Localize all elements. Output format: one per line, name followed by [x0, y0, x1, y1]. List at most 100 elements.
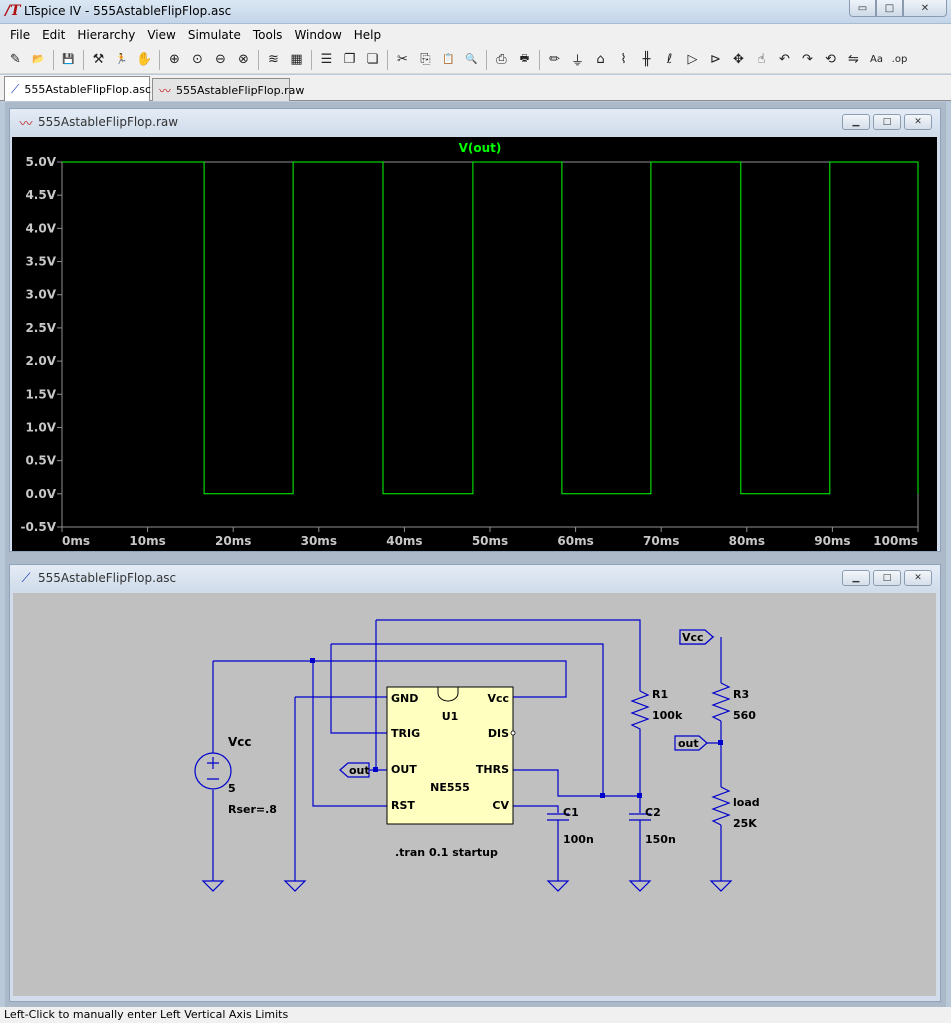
halt-icon[interactable]: ✋ [136, 52, 153, 67]
menu-hierarchy[interactable]: Hierarchy [77, 28, 136, 42]
diode-icon[interactable]: ▷ [687, 52, 698, 67]
waveform-maximize-button[interactable]: □ [873, 114, 901, 130]
zoom-in-icon[interactable]: ⊕ [169, 52, 180, 67]
pick-visible-traces-icon[interactable]: ▦ [290, 52, 303, 67]
cascade-icon[interactable]: ❐ [343, 52, 356, 67]
menu-tools[interactable]: Tools [252, 28, 283, 42]
zoom-out-icon[interactable]: ⊖ [215, 52, 226, 67]
open-icon[interactable]: 📂 [32, 54, 45, 65]
y-tick-label[interactable]: 2.5V [25, 321, 56, 335]
window-title: LTspice IV - 555AstableFlipFlop.asc [24, 4, 232, 18]
net-label-vcc[interactable]: Vcc [682, 631, 704, 644]
trace-label-vout[interactable]: V(out) [459, 141, 502, 155]
resistor-icon[interactable]: ⌇ [620, 52, 627, 67]
x-tick-label[interactable]: 50ms [472, 534, 508, 548]
ic-ne555-body[interactable] [386, 686, 514, 825]
x-tick-label[interactable]: 90ms [814, 534, 850, 548]
copy-icon[interactable]: ⎘ [420, 52, 431, 67]
component-icon[interactable]: ⊳ [710, 52, 721, 67]
waveform-plot[interactable]: V(out) 5.0V 4.5V 4.0V 3.5V 3.0V 2.5V 2.0V 1.5V 1… [12, 137, 937, 551]
y-tick-label[interactable]: 3.5V [25, 255, 56, 269]
rotate-icon[interactable]: ⟲ [825, 52, 836, 67]
inductor-icon[interactable]: ℓ [666, 52, 673, 67]
x-tick-label[interactable]: 60ms [557, 534, 593, 548]
y-tick-label[interactable]: 3.0V [25, 288, 56, 302]
new-schematic-icon[interactable]: ✎ [10, 52, 21, 67]
x-tick-label[interactable]: 70ms [643, 534, 679, 548]
x-tick-label[interactable]: 0ms [62, 534, 90, 548]
drag-icon[interactable]: ☝ [757, 52, 766, 67]
x-tick-label[interactable]: 30ms [301, 534, 337, 548]
zoom-fit-icon[interactable]: ⊗ [238, 52, 249, 67]
c1-ref: C1 [563, 806, 579, 819]
menu-help[interactable]: Help [353, 28, 382, 42]
c1-value: 100n [563, 833, 594, 846]
menu-view[interactable]: View [147, 28, 176, 42]
draw-wire-icon[interactable]: ✏ [549, 52, 560, 67]
y-tick-label[interactable]: 0.5V [25, 454, 56, 468]
menu-edit[interactable]: Edit [42, 28, 66, 42]
y-tick-label[interactable]: 1.5V [25, 387, 56, 401]
net-label-out-left[interactable]: out [349, 764, 370, 777]
tile-horizontal-icon[interactable]: ☰ [320, 52, 333, 67]
window-controls: ▭ □ ✕ [849, 0, 947, 17]
find-icon[interactable]: 🔍 [465, 54, 478, 65]
save-icon[interactable]: 💾 [62, 54, 75, 65]
waveform-close-button[interactable]: ✕ [904, 114, 932, 130]
print-icon[interactable]: 🖶 [519, 53, 530, 64]
run-icon[interactable]: 🏃 [115, 54, 128, 65]
paste-icon[interactable]: 📋 [442, 54, 455, 65]
pin-rst-label: RST [391, 799, 415, 812]
zoom-pan-icon[interactable]: ⊙ [192, 52, 203, 67]
print-setup-icon[interactable]: ⎙ [496, 52, 507, 67]
x-tick-label[interactable]: 40ms [386, 534, 422, 548]
schematic-canvas[interactable]: GND TRIG OUT RST Vcc DIS THRS CV U1 NE55… [13, 593, 936, 996]
net-label-out-right[interactable]: out [678, 737, 699, 750]
move-icon[interactable]: ✥ [733, 52, 744, 67]
y-tick-label[interactable]: -0.5V [20, 520, 56, 534]
capacitor-icon[interactable]: ╫ [642, 52, 651, 67]
x-tick-label[interactable]: 20ms [215, 534, 251, 548]
spice-directive-tran[interactable]: .tran 0.1 startup [395, 846, 498, 859]
ground-icon[interactable]: ⏚ [570, 54, 584, 69]
cut-icon[interactable]: ✂ [397, 52, 408, 67]
redo-icon[interactable]: ↷ [802, 52, 813, 67]
x-tick-label[interactable]: 10ms [129, 534, 165, 548]
schematic-drawing[interactable]: GND TRIG OUT RST Vcc DIS THRS CV U1 NE55… [13, 593, 936, 996]
pin-vcc-label: Vcc [487, 692, 509, 705]
y-tick-label[interactable]: 1.0V [25, 420, 56, 434]
pin-dis-label: DIS [488, 727, 509, 740]
schematic-maximize-button[interactable]: □ [873, 570, 901, 586]
y-tick-label[interactable]: 4.5V [25, 188, 56, 202]
tab-schematic[interactable]: ⟋ 555AstableFlipFlop.asc [4, 76, 151, 101]
label-net-icon[interactable]: ⌂ [596, 52, 605, 67]
undo-icon[interactable]: ↶ [779, 52, 790, 67]
menu-window[interactable]: Window [294, 28, 342, 42]
y-tick-label[interactable]: 0.0V [25, 487, 56, 501]
r1-value: 100k [652, 709, 683, 722]
menu-file[interactable]: File [10, 28, 31, 42]
minimize-button[interactable]: ▭ [849, 0, 876, 17]
text-icon[interactable]: Aa [870, 54, 883, 65]
spice-directive-icon[interactable]: .op [891, 54, 908, 65]
autorange-icon[interactable]: ≋ [268, 52, 279, 67]
close-button[interactable]: ✕ [903, 0, 947, 17]
mirror-icon[interactable]: ⇋ [848, 52, 859, 67]
trace-vout-line[interactable] [62, 161, 919, 495]
waveform-minimize-button[interactable]: ▁ [842, 114, 870, 130]
toolbar-separator [83, 49, 84, 70]
y-tick-label[interactable]: 4.0V [25, 221, 56, 235]
close-all-icon[interactable]: ❏ [366, 52, 379, 67]
menu-simulate[interactable]: Simulate [187, 28, 241, 42]
y-tick-label[interactable]: 5.0V [25, 155, 56, 169]
load-value: 25K [733, 817, 757, 830]
tab-waveform[interactable]: 〰 555AstableFlipFlop.raw [152, 78, 304, 101]
control-panel-icon[interactable]: ⚒ [92, 52, 105, 67]
schematic-close-button[interactable]: ✕ [904, 570, 932, 586]
maximize-button[interactable]: □ [876, 0, 903, 17]
x-tick-label[interactable]: 100ms [873, 534, 918, 548]
x-tick-label[interactable]: 80ms [729, 534, 765, 548]
schematic-minimize-button[interactable]: ▁ [842, 570, 870, 586]
waveform-plot-area[interactable]: V(out) 5.0V 4.5V 4.0V 3.5V 3.0V 2.5V 2.0V 1.5V 1… [12, 137, 937, 551]
y-tick-label[interactable]: 2.0V [25, 354, 56, 368]
